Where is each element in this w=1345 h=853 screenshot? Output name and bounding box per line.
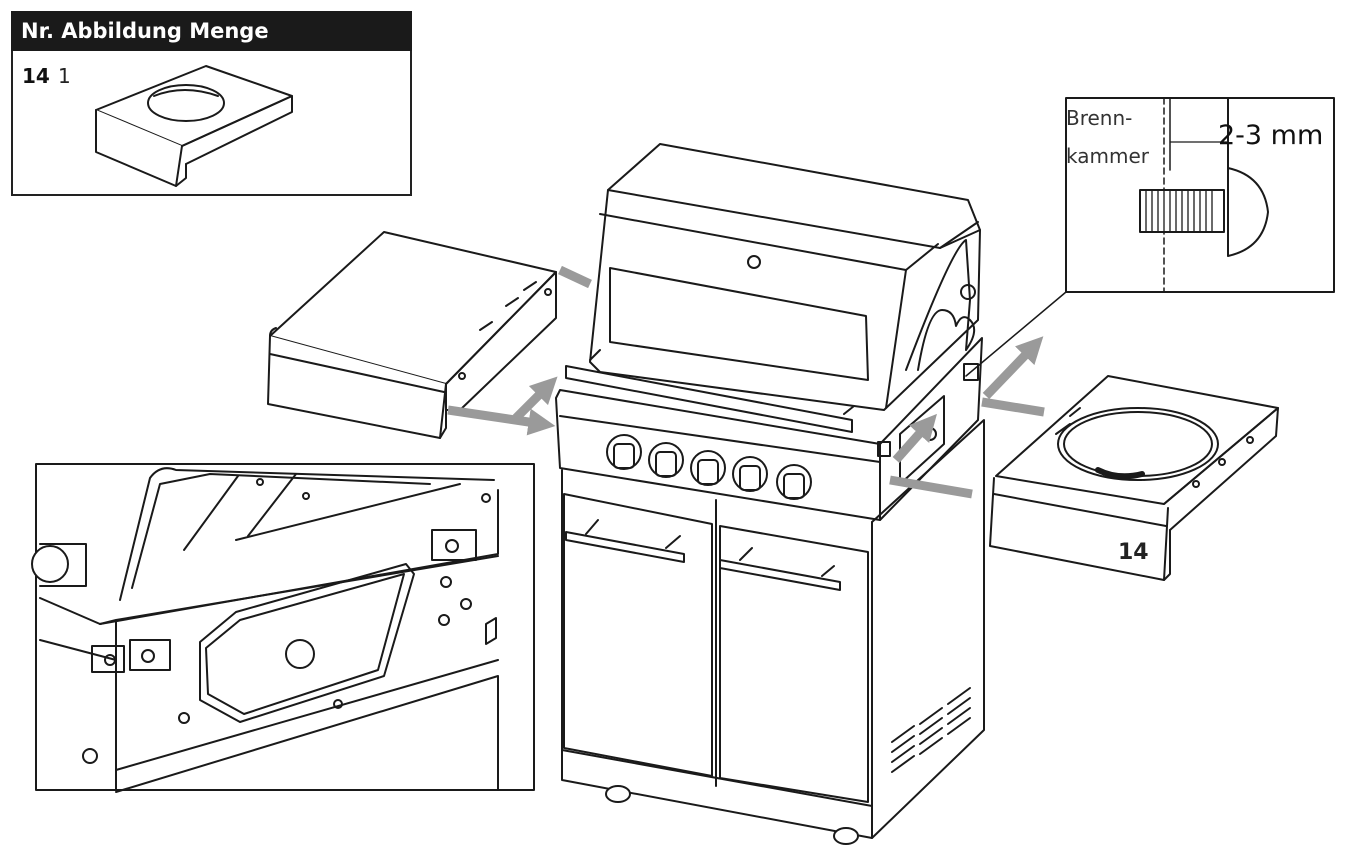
gap-measurement: 2-3 mm xyxy=(1218,120,1324,151)
inset-detail xyxy=(31,463,535,793)
part-thumbnail xyxy=(95,65,293,187)
shelf-callout-number: 14 xyxy=(1118,540,1149,565)
part-quantity: 1 xyxy=(58,64,71,88)
gap-label-line1: Brenn- xyxy=(1066,106,1133,130)
right-side-shelf xyxy=(989,375,1279,581)
grill xyxy=(555,143,985,845)
gap-label-line2: kammer xyxy=(1066,144,1149,168)
part-number: 14 xyxy=(22,64,50,88)
left-side-shelf xyxy=(267,231,557,439)
parts-table-header: Nr. Abbildung Menge xyxy=(11,11,412,51)
detail-box xyxy=(965,97,1335,377)
assembly-arrows xyxy=(447,265,1045,499)
